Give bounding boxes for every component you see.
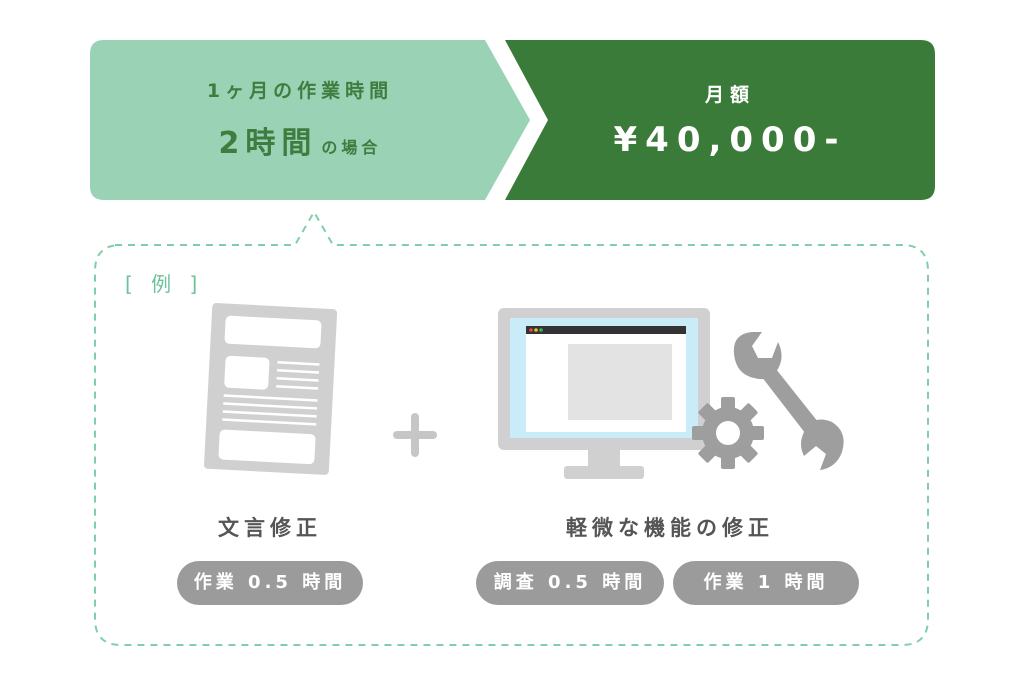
work-time-pill: 作業 0.5 時間 [177,561,363,605]
document-icon [203,303,338,475]
hours-value: 2時間 [218,126,318,161]
wrench-icon [733,332,844,470]
plus-icon [393,413,437,457]
hours-condition: 2時間の場合 [90,118,510,162]
monitor-icon [498,308,710,479]
price-banner [505,40,935,200]
monthly-hours-label: 1ヶ月の作業時間 [206,80,394,102]
investigation-time-pill: 調査 0.5 時間 [476,561,664,605]
monthly-fee-label: 月額 [704,84,755,106]
example-label: [ 例 ] [125,272,204,296]
example-panel [94,209,929,646]
gear-icon [692,397,764,469]
feature-fix-caption: 軽微な機能の修正 [566,516,774,540]
text-edit-caption: 文言修正 [218,516,322,540]
work-time-pill: 作業 1 時間 [673,561,859,605]
monthly-fee-price: ¥40,000- [613,120,847,160]
hours-suffix: の場合 [321,138,382,157]
hours-banner [90,40,530,200]
